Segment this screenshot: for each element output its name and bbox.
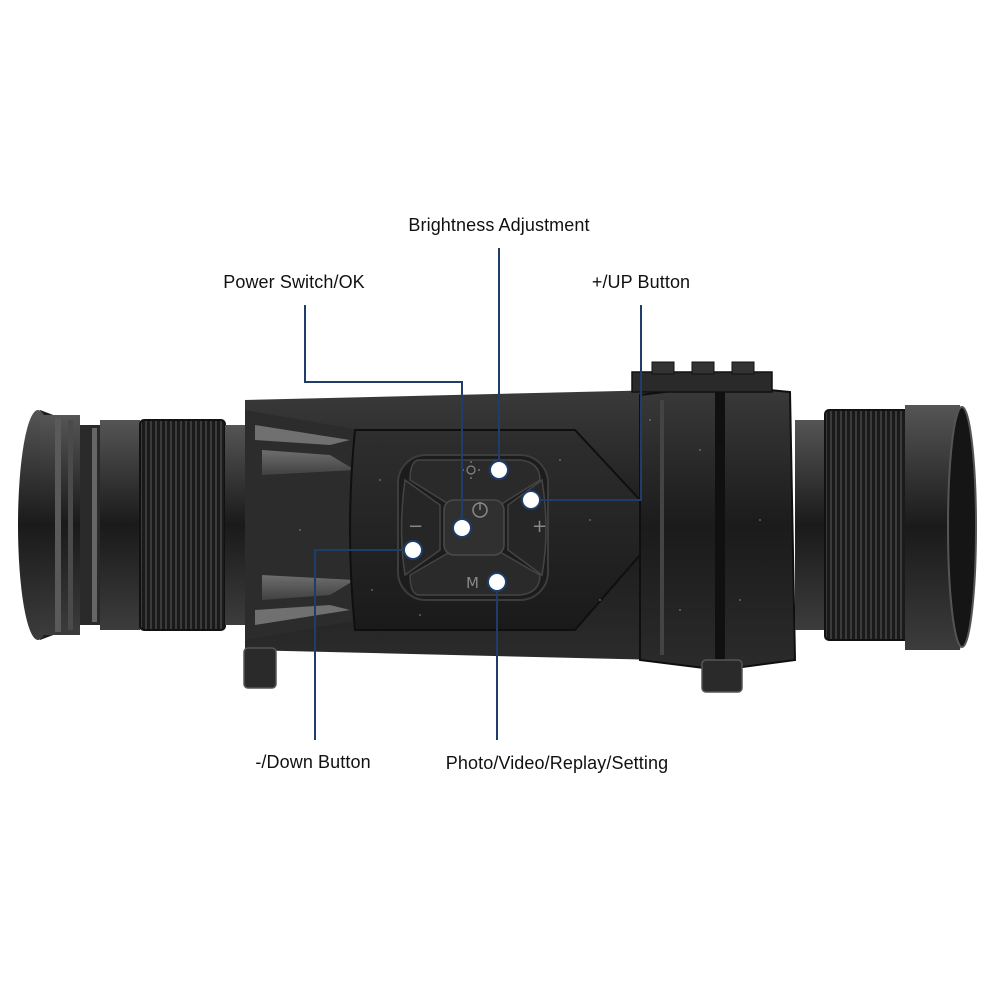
photo-video-label: Photo/Video/Replay/Setting <box>445 753 669 773</box>
power-ok-button[interactable] <box>443 499 505 556</box>
picatinny-rail <box>631 361 773 393</box>
eyepiece-focus-ring <box>139 419 255 631</box>
dot-down <box>403 540 423 560</box>
control-panel: + − M <box>349 429 641 631</box>
mount-foot-rear <box>243 647 277 689</box>
dot-up <box>521 490 541 510</box>
leader-power <box>304 305 463 528</box>
up-button-label: +/UP Button <box>591 272 691 292</box>
eyecup <box>18 410 140 640</box>
surface-speckle <box>299 419 761 616</box>
dot-power <box>452 518 472 538</box>
plus-marking: + <box>532 516 547 537</box>
callout-dots <box>403 460 541 592</box>
objective-lens <box>795 405 977 650</box>
power-switch-label: Power Switch/OK <box>223 272 365 292</box>
minus-marking: − <box>408 516 423 537</box>
callout-leaders <box>304 248 642 740</box>
mount-foot-front <box>701 659 743 693</box>
down-button-label: -/Down Button <box>255 752 371 772</box>
leader-down <box>314 549 413 740</box>
menu-marking: M <box>466 574 479 592</box>
brightness-adjustment-label: Brightness Adjustment <box>408 215 590 235</box>
dot-photo <box>487 572 507 592</box>
leader-up <box>531 305 642 501</box>
objective-housing <box>243 361 797 693</box>
dot-brightness <box>489 460 509 480</box>
